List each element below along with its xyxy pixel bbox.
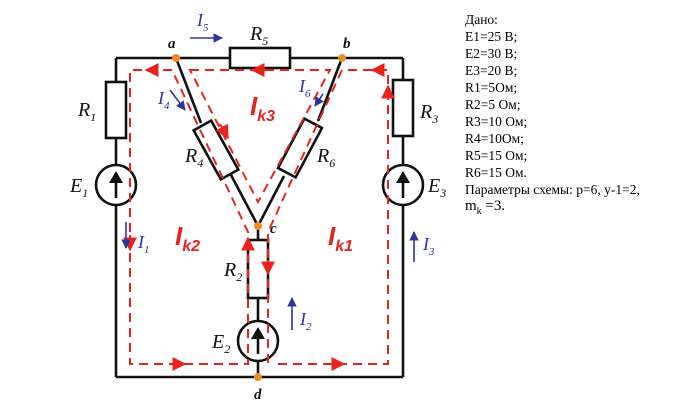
node-d-label: d: [254, 387, 262, 403]
given-line: R6=15 Ом.: [465, 165, 527, 180]
label-i6: I6: [298, 76, 311, 100]
label-r3: R3: [419, 101, 438, 126]
label-i2: I2: [299, 309, 312, 333]
node-c-dot: [254, 222, 262, 230]
given-data-panel: Дано: E1=25 В; E2=30 В; E3=20 В; R1=5Ом;…: [465, 11, 695, 220]
given-line: R4=10Ом;: [465, 131, 524, 146]
given-line: E3=20 В;: [465, 63, 518, 78]
resistors: [104, 46, 415, 300]
node-a-label: a: [168, 36, 176, 52]
loop-k3-arrow-left: [215, 123, 229, 140]
label-e2: E2: [211, 331, 230, 356]
resistor-r4: [191, 118, 241, 182]
label-e1: E1: [69, 175, 88, 200]
label-i3: I3: [422, 234, 435, 258]
loop-k2-path: [129, 69, 249, 365]
label-r6: R6: [316, 145, 335, 170]
node-c-label: c: [270, 221, 277, 237]
label-r4: R4: [184, 145, 203, 170]
label-r1: R1: [77, 99, 96, 124]
resistor-r6: [276, 116, 324, 180]
given-title: Дано:: [465, 12, 498, 27]
resistor-r1: [104, 80, 128, 140]
label-i4: I4: [157, 88, 170, 112]
node-b-dot: [338, 54, 346, 62]
given-params: Параметры схемы: p=6, y-1=2,: [465, 182, 640, 197]
given-line: R5=15 Ом;: [465, 148, 528, 163]
given-mk: mk =3.: [465, 198, 506, 217]
loop-arrows: [123, 63, 395, 371]
loop-k1-path: [267, 69, 389, 365]
resistor-r3: [391, 78, 415, 138]
current-i6-arrow: [314, 93, 324, 107]
emf-source-e2: [236, 319, 280, 363]
current-arrows: [121, 33, 419, 330]
current-i4-arrow: [169, 89, 186, 111]
label-r5: R5: [249, 23, 268, 48]
resistor-r2: [246, 238, 270, 300]
given-line: E2=30 В;: [465, 46, 518, 61]
given-line: R2=5 Ом;: [465, 97, 521, 112]
label-e3: E3: [427, 175, 446, 200]
emf-source-e3: [381, 163, 425, 207]
emf-source-e1: [94, 163, 138, 207]
nodes: [172, 54, 346, 381]
given-line: R3=10 Ом;: [465, 114, 528, 129]
label-i1: I1: [137, 232, 150, 256]
label-ik1: Ik1: [328, 221, 353, 255]
given-line: R1=5Ом;: [465, 80, 518, 95]
resistor-r5: [228, 46, 292, 70]
node-b-label: b: [343, 36, 351, 52]
given-line: E1=25 В;: [465, 29, 518, 44]
label-i5: I5: [196, 10, 209, 34]
label-ik3: Ik3: [250, 91, 275, 125]
node-d-dot: [254, 373, 262, 381]
node-a-dot: [172, 54, 180, 62]
label-r2: R2: [223, 259, 242, 284]
label-ik2: Ik2: [175, 221, 200, 255]
